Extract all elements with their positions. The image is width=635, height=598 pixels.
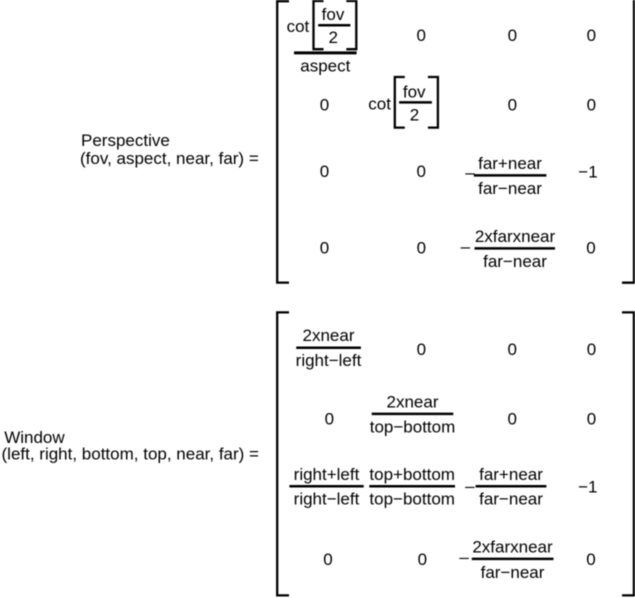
svg-text:(fov, aspect, near, far) =: (fov, aspect, near, far) = — [80, 149, 259, 168]
svg-text:0: 0 — [416, 162, 425, 181]
svg-text:0: 0 — [325, 410, 334, 429]
svg-text:0: 0 — [417, 340, 426, 359]
svg-text:2xnear: 2xnear — [387, 392, 439, 411]
svg-text:2: 2 — [328, 28, 337, 47]
svg-text:top+bottom: top+bottom — [369, 465, 455, 484]
svg-text:far+near: far+near — [478, 154, 542, 173]
svg-text:Window: Window — [4, 428, 65, 447]
svg-text:fov: fov — [322, 5, 345, 24]
svg-text:–: – — [465, 477, 475, 496]
svg-text:0: 0 — [418, 550, 427, 569]
svg-text:0: 0 — [587, 95, 596, 114]
svg-text:0: 0 — [320, 162, 329, 181]
svg-text:0: 0 — [416, 26, 425, 45]
svg-text:0: 0 — [507, 410, 516, 429]
svg-text:right−left: right−left — [296, 351, 362, 370]
svg-text:top−bottom: top−bottom — [369, 489, 455, 508]
svg-text:0: 0 — [320, 95, 329, 114]
svg-text:far−near: far−near — [481, 563, 545, 582]
svg-text:far+near: far+near — [479, 465, 543, 484]
svg-text:top−bottom: top−bottom — [370, 417, 456, 436]
svg-text:right+left: right+left — [294, 465, 360, 484]
svg-text:2xnear: 2xnear — [303, 326, 355, 345]
svg-text:0: 0 — [508, 95, 517, 114]
svg-text:0: 0 — [586, 550, 595, 569]
svg-text:far−near: far−near — [483, 252, 547, 271]
svg-text:0: 0 — [323, 550, 332, 569]
svg-text:0: 0 — [587, 26, 596, 45]
svg-text:0: 0 — [507, 340, 516, 359]
svg-text:far−near: far−near — [478, 179, 542, 198]
svg-text:2: 2 — [410, 105, 419, 124]
svg-text:–: – — [461, 237, 471, 256]
svg-text:far−near: far−near — [479, 489, 543, 508]
svg-text:−1: −1 — [578, 477, 597, 496]
svg-text:−1: −1 — [578, 162, 597, 181]
svg-text:2xfarxnear: 2xfarxnear — [472, 537, 553, 556]
svg-text:0: 0 — [320, 238, 329, 257]
svg-text:0: 0 — [587, 340, 596, 359]
svg-text:2xfarxnear: 2xfarxnear — [475, 227, 556, 246]
svg-text:Perspective: Perspective — [81, 131, 170, 150]
svg-text:fov: fov — [403, 82, 426, 101]
svg-text:–: – — [459, 547, 469, 566]
svg-text:–: – — [465, 163, 475, 182]
svg-text:cot: cot — [368, 94, 391, 113]
svg-text:right−left: right−left — [294, 489, 360, 508]
svg-text:0: 0 — [508, 26, 517, 45]
svg-text:cot: cot — [287, 17, 310, 36]
svg-text:0: 0 — [586, 238, 595, 257]
svg-text:aspect: aspect — [300, 57, 350, 76]
svg-text:0: 0 — [417, 238, 426, 257]
svg-text:0: 0 — [587, 410, 596, 429]
svg-text:(left, right, bottom, top, nea: (left, right, bottom, top, near, far) = — [2, 444, 260, 463]
